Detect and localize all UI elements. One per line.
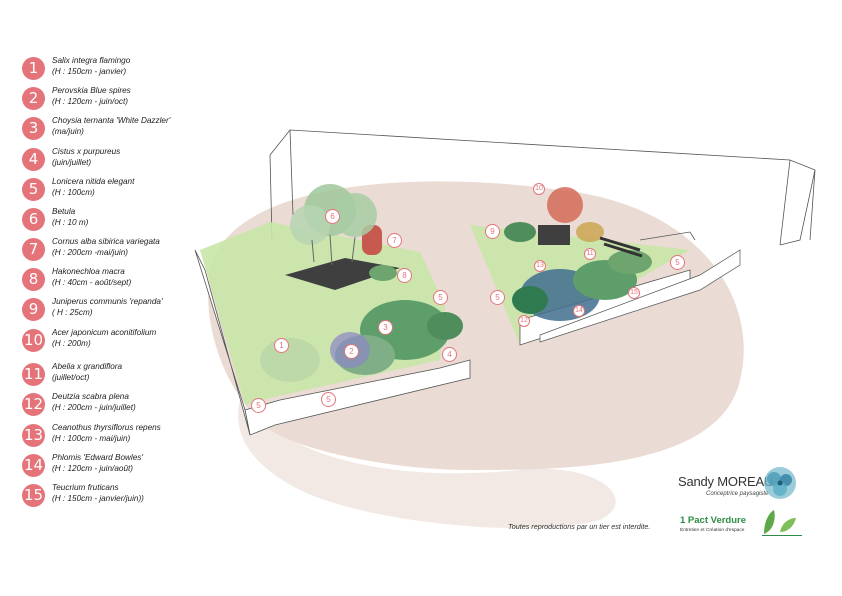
legend-item: 12 Deutzia scabra plena (H : 200cm - juin/… <box>22 391 237 421</box>
plant-marker: 5 <box>490 290 505 305</box>
plant-detail: (H : 10 m) <box>52 218 89 227</box>
legend-item: 13 Ceanothus thyrsiflorus repens (H : 100c… <box>22 422 237 452</box>
legend-number: 1 <box>22 57 45 80</box>
plant-marker: 9 <box>485 224 500 239</box>
copyright-notice: Toutes reproductions par un tier est int… <box>508 522 651 531</box>
legend-item: 14 Phlomis 'Edward Bowles' (H : 120cm - ju… <box>22 452 237 482</box>
plant-name: Lonicera nitida elegant <box>52 177 135 186</box>
blue-flower-logo-icon <box>764 467 796 499</box>
plant-marker: 5 <box>670 255 685 270</box>
legend-number: 8 <box>22 268 45 291</box>
plant-marker: 14 <box>573 305 585 317</box>
plant-marker: 8 <box>397 268 412 283</box>
designer-role: Conceptrice paysagiste <box>706 491 769 497</box>
plant-detail: (H : 120cm - juin/août) <box>52 464 133 473</box>
plant-marker: 4 <box>442 347 457 362</box>
plant-detail: (H : 200m) <box>52 339 91 348</box>
legend-number: 3 <box>22 117 45 140</box>
plant-marker: 11 <box>584 248 596 260</box>
plant-detail: (H : 120cm - juin/oct) <box>52 97 128 106</box>
plant-name: Abelia x grandiflora <box>52 362 123 371</box>
plant-name: Acer japonicum aconitifolium <box>52 328 157 337</box>
legend-number: 13 <box>22 424 45 447</box>
plant-marker: 1 <box>274 338 289 353</box>
legend-item: 7 Cornus alba sibirica variegata (H : 200c… <box>22 236 237 266</box>
plant-detail: (H : 150cm - janvier/juin)) <box>52 494 144 503</box>
legend-item: 10 Acer japonicum aconitifolium (H : 200m) <box>22 327 237 357</box>
plant-marker: 5 <box>433 290 448 305</box>
plant-marker: 7 <box>387 233 402 248</box>
plant-marker: 13 <box>534 260 546 272</box>
company-tagline: Entretien et Création d'espace <box>680 528 745 533</box>
plant-detail: (H : 200cm -mai/juin) <box>52 248 128 257</box>
plant-marker: 10 <box>533 183 545 195</box>
plant-marker: 3 <box>378 320 393 335</box>
plant-name: Phlomis 'Edward Bowles' <box>52 453 143 462</box>
plant-detail: ( H : 25cm) <box>52 308 93 317</box>
plant-detail: (juillet/oct) <box>52 373 90 382</box>
legend-number: 6 <box>22 208 45 231</box>
plant-name: Choysia ternanta 'White Dazzler' <box>52 116 171 125</box>
legend-item: 6 Betula (H : 10 m) <box>22 206 237 236</box>
legend-number: 9 <box>22 298 45 321</box>
plant-marker: 5 <box>321 392 336 407</box>
legend-number: 2 <box>22 87 45 110</box>
legend-item: 2 Perovskia Blue spires (H : 120cm - juin/… <box>22 85 237 115</box>
plant-name: Hakonechloa macra <box>52 267 125 276</box>
plant-marker: 12 <box>518 315 530 327</box>
legend-item: 4 Cistus x purpureus (juin/juillet) <box>22 146 237 176</box>
plant-detail: (H : 200cm - juin/juillet) <box>52 403 136 412</box>
legend-number: 12 <box>22 393 45 416</box>
plant-name: Teucrium fruticans <box>52 483 119 492</box>
designer-name: Sandy MOREAU <box>678 474 774 489</box>
legend-number: 10 <box>22 329 45 352</box>
plant-marker: 6 <box>325 209 340 224</box>
plant-marker: 5 <box>251 398 266 413</box>
legend-item: 9 Juniperus communis 'repanda' ( H : 25cm) <box>22 296 237 326</box>
plant-name: Cistus x purpureus <box>52 147 121 156</box>
plant-name: Juniperus communis 'repanda' <box>52 297 163 306</box>
plant-name: Salix integra flamingo <box>52 56 131 65</box>
plant-marker: 2 <box>344 344 359 359</box>
green-leaves-logo-icon <box>762 510 802 536</box>
legend-number: 11 <box>22 363 45 386</box>
plant-detail: (juin/juillet) <box>52 158 92 167</box>
plant-name: Ceanothus thyrsiflorus repens <box>52 423 161 432</box>
company-name: 1 Pact Verdure <box>680 515 747 526</box>
left-bed <box>194 184 471 436</box>
legend-item: 1 Salix integra flamingo (H : 150cm - janv… <box>22 55 237 85</box>
plant-detail: (H : 100cm - mai/juin) <box>52 434 131 443</box>
plant-detail: (ma/juin) <box>52 127 84 136</box>
plant-name: Betula <box>52 207 76 216</box>
plant-name: Cornus alba sibirica variegata <box>52 237 160 246</box>
legend-number: 15 <box>22 484 45 507</box>
legend-number: 4 <box>22 148 45 171</box>
legend-item: 8 Hakonechloa macra (H : 40cm - août/sept) <box>22 266 237 296</box>
legend-item: 5 Lonicera nitida elegant (H : 100cm) <box>22 176 237 206</box>
plant-detail: (H : 40cm - août/sept) <box>52 278 132 287</box>
plant-detail: (H : 100cm) <box>52 188 95 197</box>
plant-marker: 15 <box>628 287 640 299</box>
legend-number: 5 <box>22 178 45 201</box>
legend-item: 3 Choysia ternanta 'White Dazzler' (ma/jui… <box>22 115 237 145</box>
plant-name: Perovskia Blue spires <box>52 86 131 95</box>
legend-number: 7 <box>22 238 45 261</box>
legend-item: 11 Abelia x grandiflora (juillet/oct) <box>22 361 237 391</box>
plant-detail: (H : 150cm - janvier) <box>52 67 127 76</box>
plant-name: Deutzia scabra plena <box>52 392 129 401</box>
legend-number: 14 <box>22 454 45 477</box>
legend-item: 15 Teucrium fruticans (H : 150cm - janvier… <box>22 482 237 512</box>
